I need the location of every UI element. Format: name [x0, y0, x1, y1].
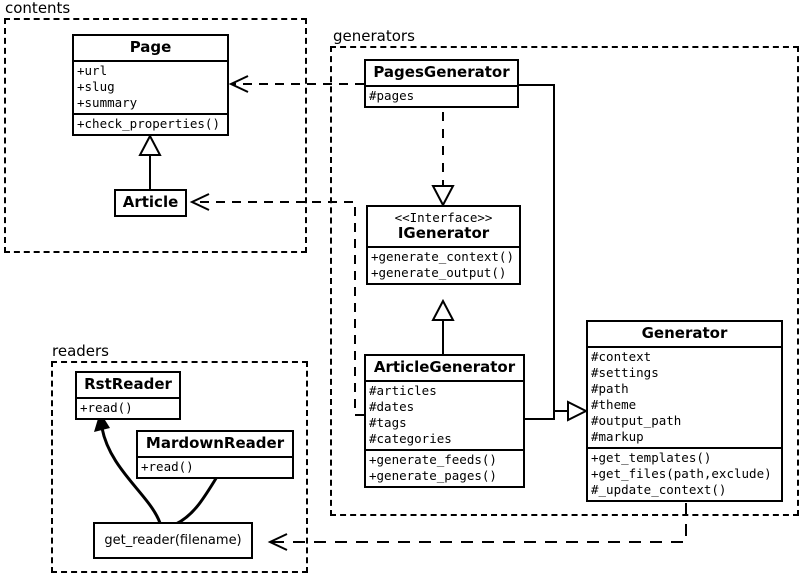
attribute: #markup	[591, 429, 644, 444]
class-article-generator[interactable]: ArticleGenerator #articles #dates #tags …	[364, 354, 525, 488]
class-page-name: Page	[129, 38, 172, 56]
method: +check_properties()	[77, 116, 220, 131]
attribute: #pages	[369, 88, 415, 103]
method: +generate_pages()	[369, 468, 497, 483]
attribute: #path	[591, 381, 629, 396]
attribute: +slug	[77, 79, 115, 94]
method: +read()	[80, 400, 133, 415]
method: +get_files(path,exclude)	[591, 466, 772, 481]
method: +get_templates()	[591, 450, 712, 465]
package-generators-label: generators	[332, 27, 417, 45]
method: +generate_output()	[371, 265, 507, 280]
package-readers-border	[51, 361, 308, 573]
class-igenerator-name: IGenerator	[397, 224, 490, 242]
attribute: #dates	[369, 399, 415, 414]
attribute: #tags	[369, 415, 407, 430]
class-article-generator-methods: +generate_feeds() +generate_pages()	[366, 449, 523, 486]
class-page-methods: +check_properties()	[74, 113, 227, 134]
package-contents-label: contents	[4, 0, 73, 17]
class-generator[interactable]: Generator #context #settings #path #them…	[586, 320, 783, 502]
attribute: +url	[77, 63, 108, 78]
class-page[interactable]: Page +url +slug +summary +check_properti…	[72, 34, 229, 136]
class-igenerator[interactable]: <<Interface>> IGenerator +generate_conte…	[366, 205, 521, 285]
attribute: #output_path	[591, 413, 682, 428]
class-pages-generator[interactable]: PagesGenerator #pages	[364, 59, 519, 108]
class-rst-reader-methods: +read()	[77, 397, 179, 418]
function-get-reader[interactable]: get_reader(filename)	[93, 522, 253, 559]
package-contents	[4, 18, 307, 253]
class-igenerator-stereotype: <<Interface>>	[394, 210, 493, 225]
attribute: #settings	[591, 365, 659, 380]
attribute: +summary	[77, 95, 138, 110]
class-article-generator-attributes: #articles #dates #tags #categories	[366, 380, 523, 449]
attribute: #articles	[369, 383, 437, 398]
class-mardown-reader-methods: +read()	[138, 456, 292, 477]
class-mardown-reader[interactable]: MardownReader +read()	[136, 430, 294, 479]
class-article-generator-name: ArticleGenerator	[373, 358, 516, 376]
class-article-name: Article	[122, 193, 179, 211]
class-generator-name: Generator	[641, 324, 728, 342]
class-rst-reader-name: RstReader	[84, 375, 172, 393]
class-mardown-reader-name: MardownReader	[145, 434, 285, 452]
attribute: #categories	[369, 431, 452, 446]
method: #_update_context()	[591, 482, 727, 497]
method: +generate_feeds()	[369, 452, 497, 467]
package-contents-border	[4, 18, 307, 253]
class-article[interactable]: Article	[114, 189, 187, 217]
attribute: #context	[591, 349, 652, 364]
class-generator-attributes: #context #settings #path #theme #output_…	[588, 346, 781, 447]
class-igenerator-methods: +generate_context() +generate_output()	[368, 246, 519, 283]
package-readers-label: readers	[51, 342, 111, 360]
class-generator-methods: +get_templates() +get_files(path,exclude…	[588, 447, 781, 500]
function-get-reader-label: get_reader(filename)	[104, 533, 242, 548]
class-pages-generator-attributes: #pages	[366, 85, 517, 106]
class-pages-generator-name: PagesGenerator	[373, 63, 510, 81]
attribute: #theme	[591, 397, 637, 412]
class-rst-reader[interactable]: RstReader +read()	[75, 371, 181, 420]
method: +read()	[141, 459, 194, 474]
class-page-attributes: +url +slug +summary	[74, 60, 227, 113]
package-readers	[51, 361, 308, 573]
method: +generate_context()	[371, 249, 514, 264]
